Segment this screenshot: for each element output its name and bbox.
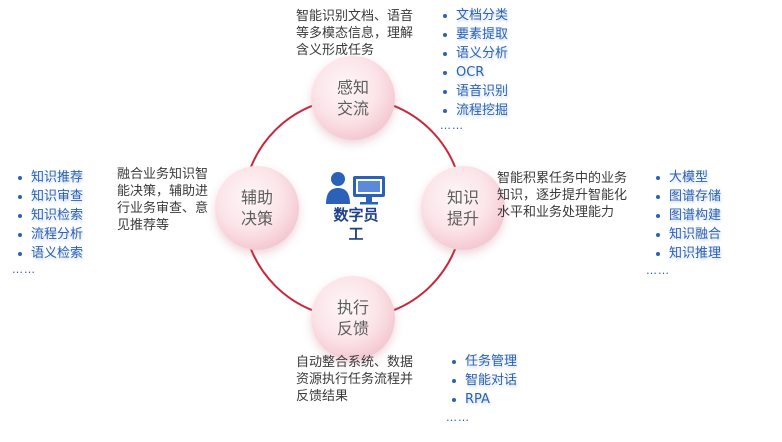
list-item: 知识推荐 [18, 168, 83, 187]
list-item: 知识融合 [656, 225, 721, 244]
person-monitor-icon [326, 172, 385, 205]
list-item: 语义检索 [18, 244, 83, 263]
node-perception: 感知交流 [311, 56, 395, 140]
list-item: 语音识别 [443, 82, 508, 101]
node-knowledge-label: 知识提升 [446, 188, 479, 228]
list-knowledge-more: …… [646, 264, 670, 277]
list-item: 图谱存储 [656, 187, 721, 206]
list-knowledge: 大模型 图谱存储 图谱构建 知识融合 知识推理 [656, 168, 721, 263]
list-item: OCR [443, 63, 508, 82]
list-item: 智能对话 [452, 371, 517, 390]
node-knowledge: 知识提升 [421, 166, 505, 250]
list-item: 大模型 [656, 168, 721, 187]
list-perception-more: …… [440, 119, 464, 132]
list-item: 文档分类 [443, 6, 508, 25]
node-execution: 执行反馈 [311, 276, 395, 360]
list-item: 知识检索 [18, 206, 83, 225]
list-item: 知识审查 [18, 187, 83, 206]
list-item: 任务管理 [452, 352, 517, 371]
node-perception-label: 感知交流 [336, 78, 369, 118]
desc-decision: 融合业务知识智能决策，辅助进行业务审查、意见推荐等 [117, 167, 209, 233]
list-execution-more: …… [446, 411, 470, 424]
list-item: 流程挖掘 [443, 101, 508, 120]
list-item: 要素提取 [443, 25, 508, 44]
list-item: 知识推理 [656, 244, 721, 263]
list-decision-more: …… [12, 263, 36, 276]
desc-perception: 智能识别文档、语音等多模态信息，理解含义形成任务 [296, 9, 414, 58]
list-item: RPA [452, 390, 517, 409]
list-execution: 任务管理 智能对话 RPA [452, 352, 517, 409]
center-label: 数字员工 [333, 206, 379, 243]
node-execution-label: 执行反馈 [336, 298, 369, 338]
desc-knowledge: 智能积累任务中的业务知识，逐步提升智能化水平和业务处理能力 [497, 171, 628, 220]
list-item: 流程分析 [18, 225, 83, 244]
list-item: 语义分析 [443, 44, 508, 63]
list-perception: 文档分类 要素提取 语义分析 OCR 语音识别 流程挖掘 [443, 6, 508, 120]
node-decision-label: 辅助决策 [240, 188, 273, 228]
list-item: 图谱构建 [656, 206, 721, 225]
list-decision: 知识推荐 知识审查 知识检索 流程分析 语义检索 [18, 168, 83, 263]
node-decision: 辅助决策 [215, 166, 299, 250]
desc-execution: 自动整合系统、数据资源执行任务流程并反馈结果 [296, 355, 414, 404]
